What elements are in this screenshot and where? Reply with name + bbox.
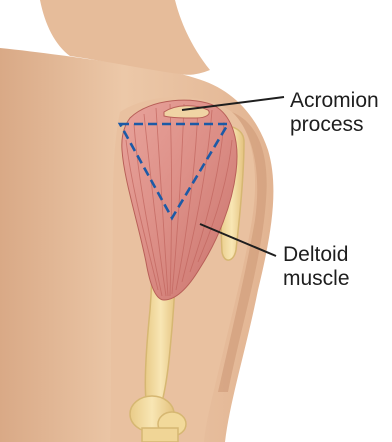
deltoid-label-line1: Deltoid [283, 243, 350, 267]
forearm-bone [142, 428, 178, 442]
deltoid-muscle-label: Deltoid muscle [283, 243, 350, 291]
deltoid-label-line2: muscle [283, 267, 350, 291]
acromion-label-line2: process [290, 113, 379, 137]
acromion-process-label: Acromion process [290, 89, 379, 137]
acromion-label-line1: Acromion [290, 89, 379, 113]
